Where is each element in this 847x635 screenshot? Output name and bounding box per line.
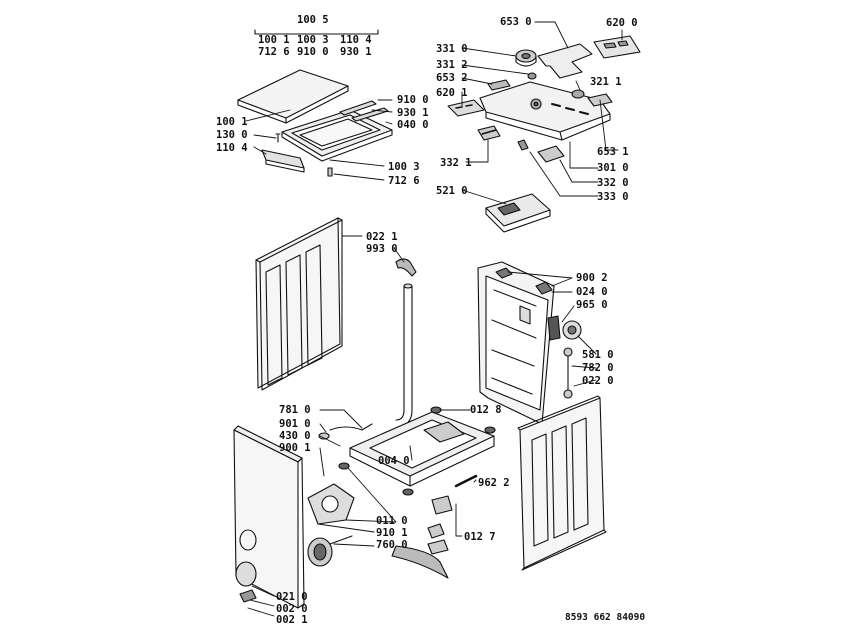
part-label: 002 0 [276,603,308,615]
pcb-board-part [593,35,641,59]
assembly-code: 110 4 [340,34,372,46]
part-label: 910 1 [376,527,408,539]
spring-part [395,258,417,277]
header-bracket [254,29,379,35]
rear-frame-part [477,261,555,425]
assembly-code: 100 3 [297,34,329,46]
part-label: 100 3 [388,161,420,173]
part-label: 653 2 [436,72,468,84]
frame-bracket-parts [495,267,553,295]
motor-cover-part [547,315,561,341]
part-label: 901 0 [279,418,311,430]
part-label: 760 0 [376,539,408,551]
part-label: 002 1 [276,614,308,626]
push-buttons-part [487,79,511,91]
part-label: 781 0 [279,404,311,416]
part-label: 012 8 [470,404,502,416]
part-label: 712 6 [388,175,420,187]
knob-spindle [527,72,537,80]
assembly-title: 100 5 [297,14,329,26]
switch-part [477,125,501,141]
part-label: 782 0 [582,362,614,374]
assembly-code: 712 6 [258,46,290,58]
document-reference: 8593 662 84090 [565,612,646,623]
right-side-panel-part [517,395,607,571]
part-label: 130 0 [216,129,248,141]
part-label: 521 0 [436,185,468,197]
pump-filter-part [307,535,353,567]
program-knob-part [515,49,537,67]
part-label: 332 0 [597,177,629,189]
hose-clamp-part [318,432,330,440]
base-chassis-part [349,411,495,487]
part-label: 900 1 [279,442,311,454]
part-label: 301 0 [597,162,629,174]
panel-mount-bracket-part [537,43,593,79]
part-label: 040 0 [397,119,429,131]
switch-block-part [537,145,565,163]
left-side-panel-part [255,217,343,391]
part-label: 331 2 [436,59,468,71]
part-label: 900 2 [576,272,608,284]
assembly-code: 930 1 [340,46,372,58]
suspension-part [563,347,573,399]
filter-door-part [427,495,453,555]
part-label: 100 1 [216,116,248,128]
part-label: 930 1 [397,107,429,119]
part-label: 653 0 [500,16,532,28]
part-label: 004 0 [378,455,410,467]
display-module-part [447,99,485,117]
part-label: 653 1 [597,146,629,158]
drain-tube-part [454,474,478,488]
part-label: 012 7 [464,531,496,543]
control-panel-part [479,81,611,141]
pump-housing-part [307,483,355,525]
part-label: 022 1 [366,231,398,243]
lid-frame-part [281,109,393,162]
part-label: 321 1 [590,76,622,88]
part-label: 333 0 [597,191,629,203]
part-label: 581 0 [582,349,614,361]
part-label: 022 0 [582,375,614,387]
part-label: 024 0 [576,286,608,298]
part-label: 331 0 [436,43,468,55]
lid-latch [327,167,333,177]
part-label: 021 0 [276,591,308,603]
pulley-part [562,320,582,340]
lid-hinge-bar-part [339,100,389,122]
part-label: 430 0 [279,430,311,442]
service-door-part [235,561,257,587]
detergent-drawer-part [485,193,551,233]
lid-handle-part [261,149,305,173]
feet-parts [338,406,496,496]
hose-drain-part [329,423,373,431]
part-label: 910 0 [397,94,429,106]
part-label: 620 0 [606,17,638,29]
front-panel-part [233,425,305,609]
pump-hose-part [391,545,449,579]
assembly-code: 910 0 [297,46,329,58]
assembly-code: 100 1 [258,34,290,46]
door-hinge-part [239,589,257,603]
part-label: 332 1 [440,157,472,169]
part-label: 110 4 [216,142,248,154]
leader-lines [245,21,623,617]
indicator-lens [571,89,585,99]
part-label: 962 2 [478,477,510,489]
vertical-hose-part [395,283,413,429]
part-label: 011 0 [376,515,408,527]
part-label: 965 0 [576,299,608,311]
lid-cover-part [237,69,349,124]
part-label: 993 0 [366,243,398,255]
part-label: 620 1 [436,87,468,99]
lid-screw [275,133,281,143]
selector-part [517,139,529,151]
